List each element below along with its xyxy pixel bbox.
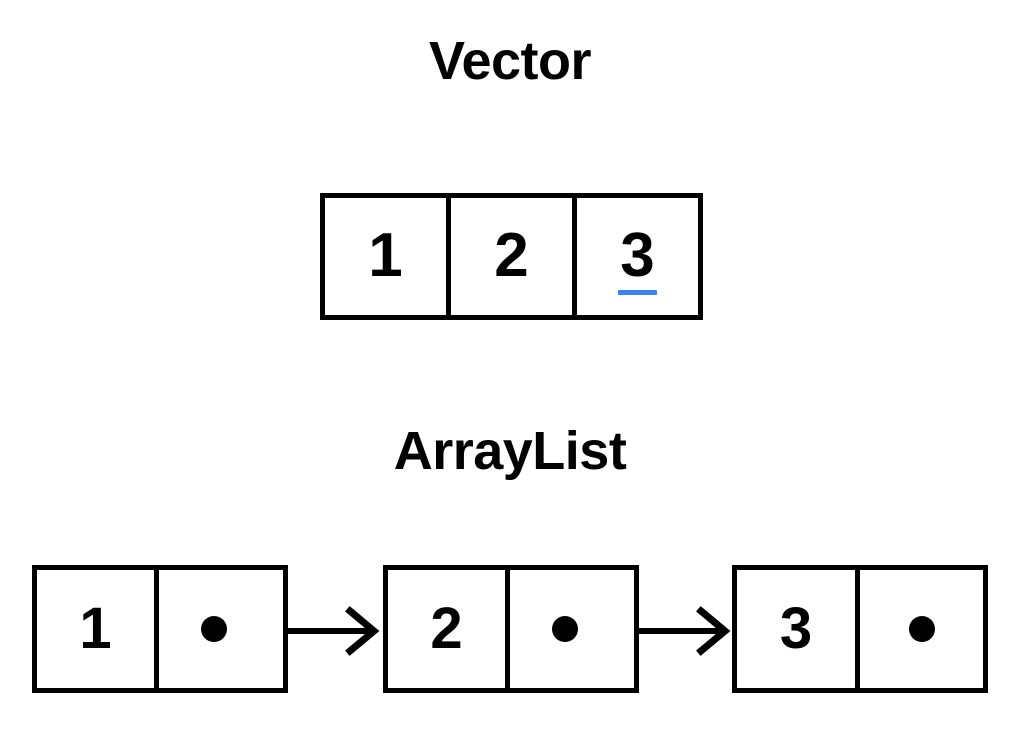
vector-cell-0[interactable]: 1 <box>325 198 451 315</box>
vector-section-title: Vector <box>428 31 592 91</box>
list-node-1[interactable]: 1 <box>32 565 288 693</box>
vector-cell-value: 2 <box>494 220 529 290</box>
list-node-value-cell: 1 <box>37 570 160 688</box>
list-node-pointer-cell <box>860 570 983 688</box>
list-node-2[interactable]: 2 <box>383 565 639 693</box>
vector-cell-value: 1 <box>368 220 403 290</box>
list-node-pointer-cell <box>159 570 283 688</box>
vector-cell-1[interactable]: 2 <box>451 198 577 315</box>
list-node-pointer-cell <box>510 570 634 688</box>
list-node-value: 3 <box>779 596 813 661</box>
pointer-dot-icon <box>552 616 579 642</box>
list-node-value: 1 <box>79 596 112 661</box>
list-node-value-cell: 3 <box>737 570 861 688</box>
vector-cell-value-highlighted: 3 <box>618 220 658 295</box>
pointer-dot-icon <box>201 616 228 642</box>
vector-cell-2[interactable]: 3 <box>577 198 698 315</box>
pointer-dot-icon <box>908 616 935 642</box>
linked-list-diagram: 1 2 3 <box>0 565 1020 695</box>
list-node-3[interactable]: 3 <box>732 565 988 693</box>
vector-array: 1 2 3 <box>320 193 703 320</box>
arraylist-section-title: ArrayList <box>393 421 627 481</box>
list-node-value: 2 <box>430 596 463 661</box>
list-node-value-cell: 2 <box>388 570 511 688</box>
